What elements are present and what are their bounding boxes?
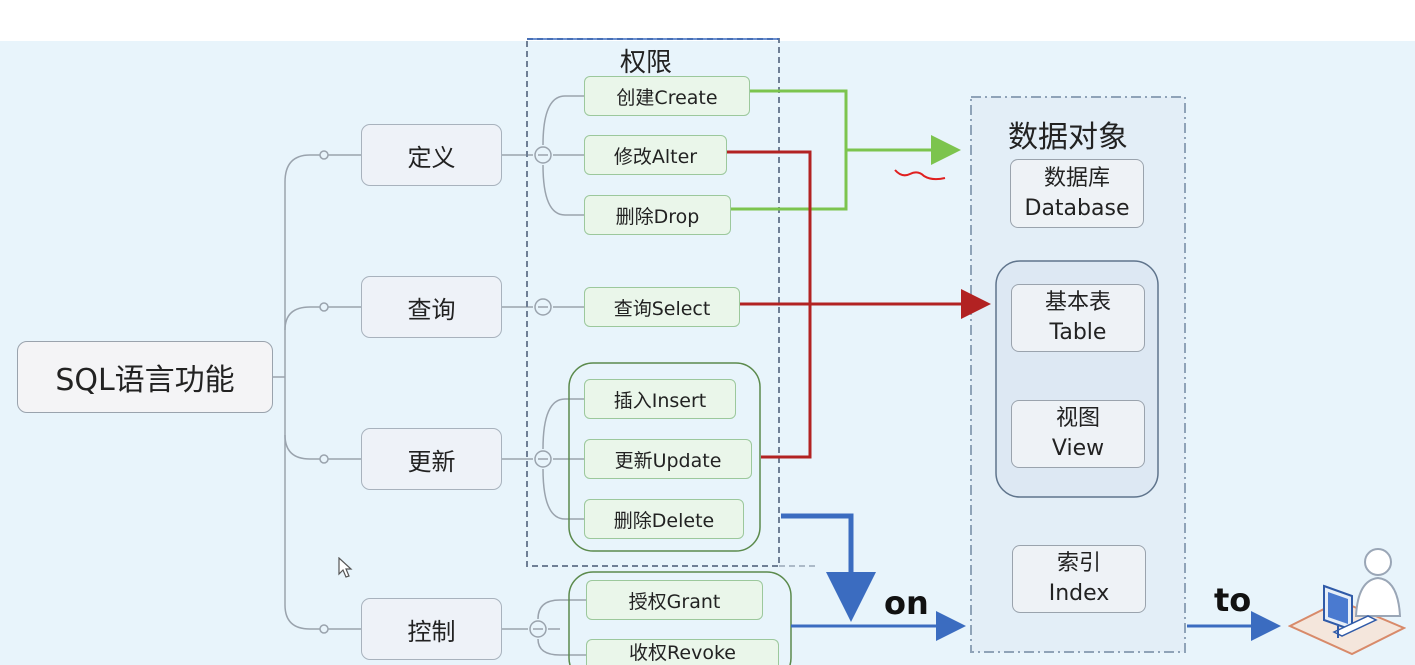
object-database-cn: 数据库 bbox=[1043, 165, 1110, 191]
mouse-cursor-icon bbox=[338, 557, 353, 578]
object-view-cn: 视图 bbox=[1055, 406, 1100, 431]
tree-branches bbox=[273, 95, 586, 656]
user-at-computer-icon bbox=[1288, 548, 1406, 656]
root-node-sql-functions: SQL语言功能 bbox=[17, 341, 273, 413]
op-delete: 删除Delete bbox=[584, 499, 744, 539]
op-select: 查询Select bbox=[584, 287, 740, 327]
object-index: 索引 Index bbox=[1012, 545, 1146, 613]
red-squiggle-mark bbox=[894, 169, 946, 181]
red-arrow bbox=[727, 150, 991, 459]
object-database: 数据库 Database bbox=[1010, 159, 1144, 228]
keyword-to: to bbox=[1214, 581, 1252, 619]
object-table-en: Table bbox=[1049, 320, 1107, 345]
data-objects-title: 数据对象 bbox=[1008, 120, 1128, 155]
object-view: 视图 View bbox=[1011, 400, 1145, 468]
category-define: 定义 bbox=[361, 124, 502, 186]
category-update: 更新 bbox=[361, 428, 502, 490]
blue-arrow bbox=[781, 513, 1281, 641]
category-control: 控制 bbox=[361, 598, 502, 660]
object-table-cn: 基本表 bbox=[1044, 290, 1111, 315]
op-revoke: 收权Revoke bbox=[586, 639, 779, 665]
op-insert: 插入Insert bbox=[584, 379, 736, 419]
object-view-en: View bbox=[1051, 436, 1105, 461]
green-arrow bbox=[731, 89, 961, 211]
object-index-en: Index bbox=[1048, 581, 1110, 606]
op-drop: 删除Drop bbox=[584, 195, 731, 235]
object-table: 基本表 Table bbox=[1011, 284, 1145, 352]
update-group-border bbox=[568, 362, 761, 552]
op-update: 更新Update bbox=[584, 439, 752, 479]
keyword-on: on bbox=[884, 584, 929, 622]
op-alter: 修改Alter bbox=[584, 135, 727, 175]
object-database-en: Database bbox=[1024, 195, 1130, 221]
object-index-cn: 索引 bbox=[1056, 551, 1101, 576]
permissions-title: 权限 bbox=[620, 48, 673, 78]
op-create: 创建Create bbox=[584, 76, 750, 116]
op-grant: 授权Grant bbox=[586, 580, 763, 620]
category-query: 查询 bbox=[361, 276, 502, 338]
